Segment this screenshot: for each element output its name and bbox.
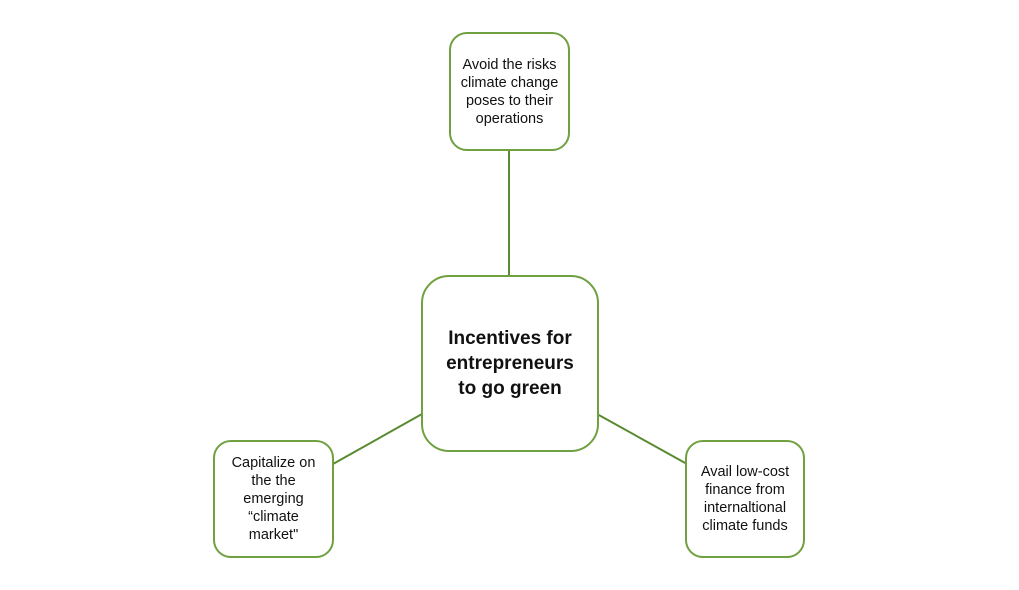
node-label: Avoid the risks climate change poses to …: [460, 56, 559, 127]
node-label: Capitalize on the the emerging “climate …: [231, 455, 316, 543]
connector-right: [596, 413, 688, 465]
central-node: Incentives for entrepreneurs to go green: [421, 275, 599, 452]
node-low-cost-finance: Avail low-cost finance from internaltion…: [685, 440, 805, 558]
central-label: Incentives for entrepreneurs to go green: [446, 328, 574, 399]
node-label: Avail low-cost finance from internaltion…: [700, 464, 790, 534]
node-climate-market: Capitalize on the the emerging “climate …: [213, 440, 334, 558]
connector-left: [332, 413, 423, 465]
node-avoid-risks: Avoid the risks climate change poses to …: [449, 32, 570, 151]
